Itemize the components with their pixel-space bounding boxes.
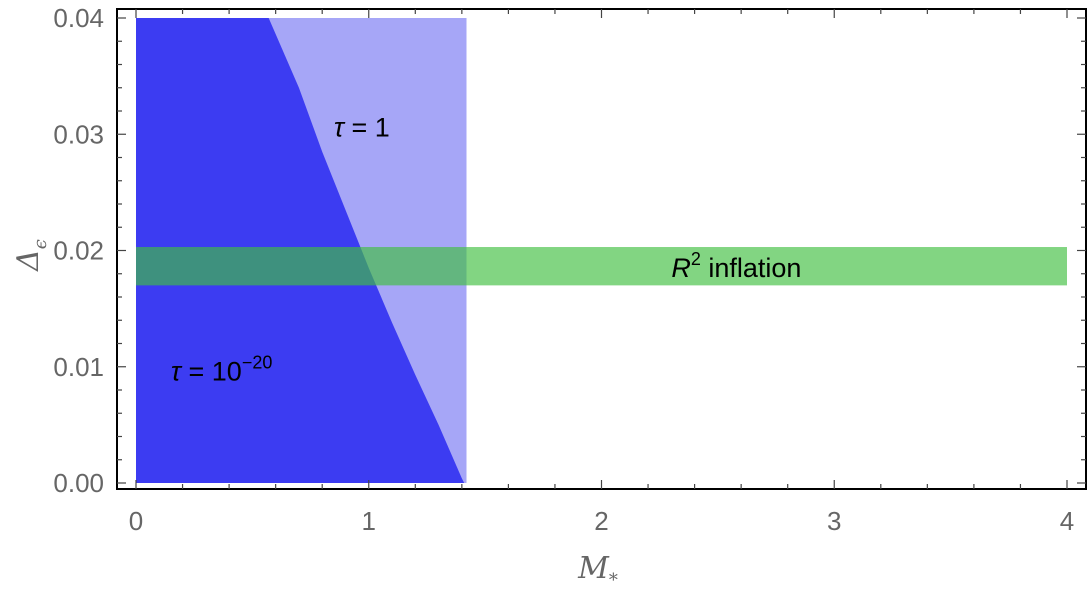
annotation-tau1: τ = 1 — [334, 113, 390, 143]
y-tick-label: 0.00 — [53, 468, 104, 498]
x-tick-label: 2 — [594, 506, 608, 536]
y-axis-label: Δϵ — [11, 239, 51, 272]
axis-ticks — [117, 9, 1086, 489]
x-tick-label: 4 — [1060, 506, 1074, 536]
y-tick-label: 0.04 — [53, 3, 104, 33]
annotation-tau20: τ = 10−20 — [171, 353, 272, 387]
region-annotations: τ = 1 τ = 10−20 R2 inflation — [171, 113, 802, 387]
region-r2-inflation — [136, 247, 1067, 286]
y-tick-label: 0.02 — [53, 236, 104, 266]
x-tick-label: 0 — [129, 506, 143, 536]
x-axis-label: M* — [577, 551, 618, 591]
tick-labels: 0 1 2 3 4 0.00 0.01 0.02 0.03 0.04 — [53, 3, 1074, 536]
x-tick-label: 3 — [827, 506, 841, 536]
annotation-r2: R2 inflation — [671, 249, 801, 283]
y-tick-label: 0.01 — [53, 352, 104, 382]
y-tick-label: 0.03 — [53, 119, 104, 149]
plot-regions — [136, 18, 1067, 483]
x-tick-label: 1 — [362, 506, 376, 536]
